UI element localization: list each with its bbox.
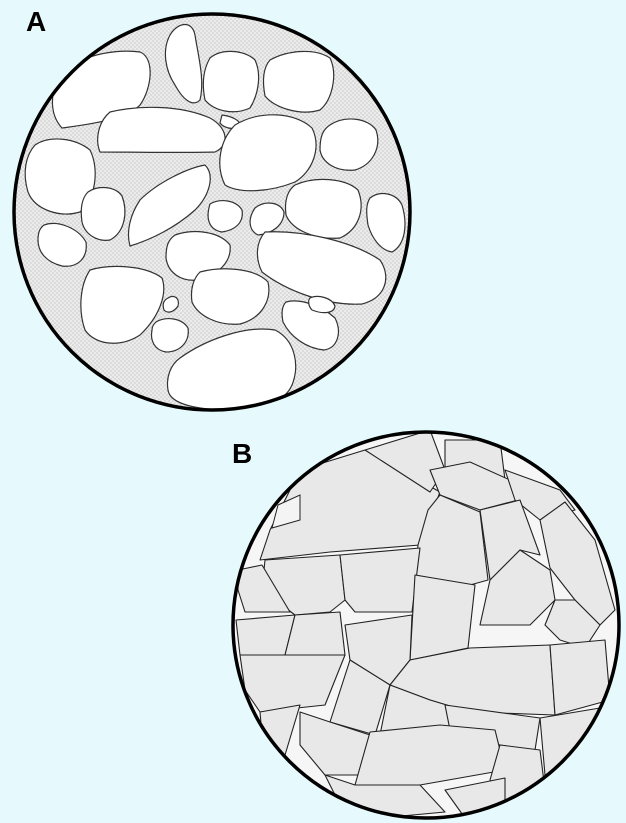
grain — [285, 612, 345, 655]
grain — [320, 119, 378, 170]
grain — [340, 548, 420, 612]
grain — [410, 575, 475, 660]
grain — [81, 187, 125, 240]
panel-a-diagram — [14, 14, 410, 410]
grain — [540, 708, 600, 775]
grain — [203, 51, 258, 111]
panel-b-diagram — [233, 430, 619, 818]
grain — [263, 51, 333, 112]
